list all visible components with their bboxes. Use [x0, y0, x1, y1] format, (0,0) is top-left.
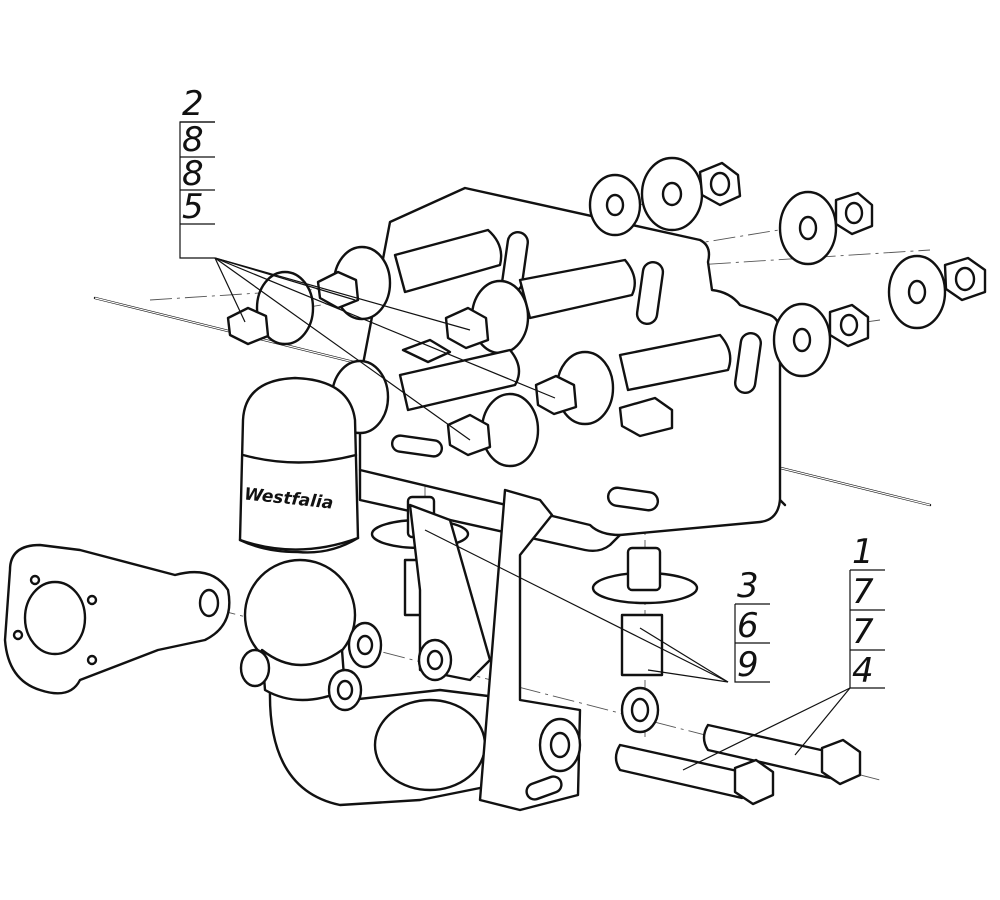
callout-label: 8: [182, 120, 204, 160]
callout-label: 1: [852, 532, 874, 572]
callout-middle-right: 3 6 9: [734, 566, 770, 685]
callout-bottom-right: 1 7 7 4: [849, 532, 885, 691]
leader-lines: [214, 257, 851, 771]
callout-label: 7: [852, 572, 874, 612]
bolts: [226, 270, 674, 457]
callout-top-left: 2 8 8 5: [179, 84, 215, 259]
wiring-bracket: [3, 543, 231, 695]
nuts: [698, 161, 987, 348]
tow-ball-assembly: [239, 488, 582, 812]
callout-label: 5: [182, 187, 204, 227]
callout-label: 7: [852, 612, 874, 652]
long-bolts: [614, 723, 862, 806]
callout-label: 2: [182, 84, 204, 124]
callout-label: 4: [852, 651, 874, 691]
callout-label: 8: [182, 154, 204, 194]
callout-label: 9: [737, 645, 759, 685]
sleeve-tubes: [393, 228, 732, 412]
socket-cover: Westfalia: [238, 376, 360, 554]
callout-label: 6: [737, 606, 759, 646]
callout-label: 3: [737, 566, 759, 606]
